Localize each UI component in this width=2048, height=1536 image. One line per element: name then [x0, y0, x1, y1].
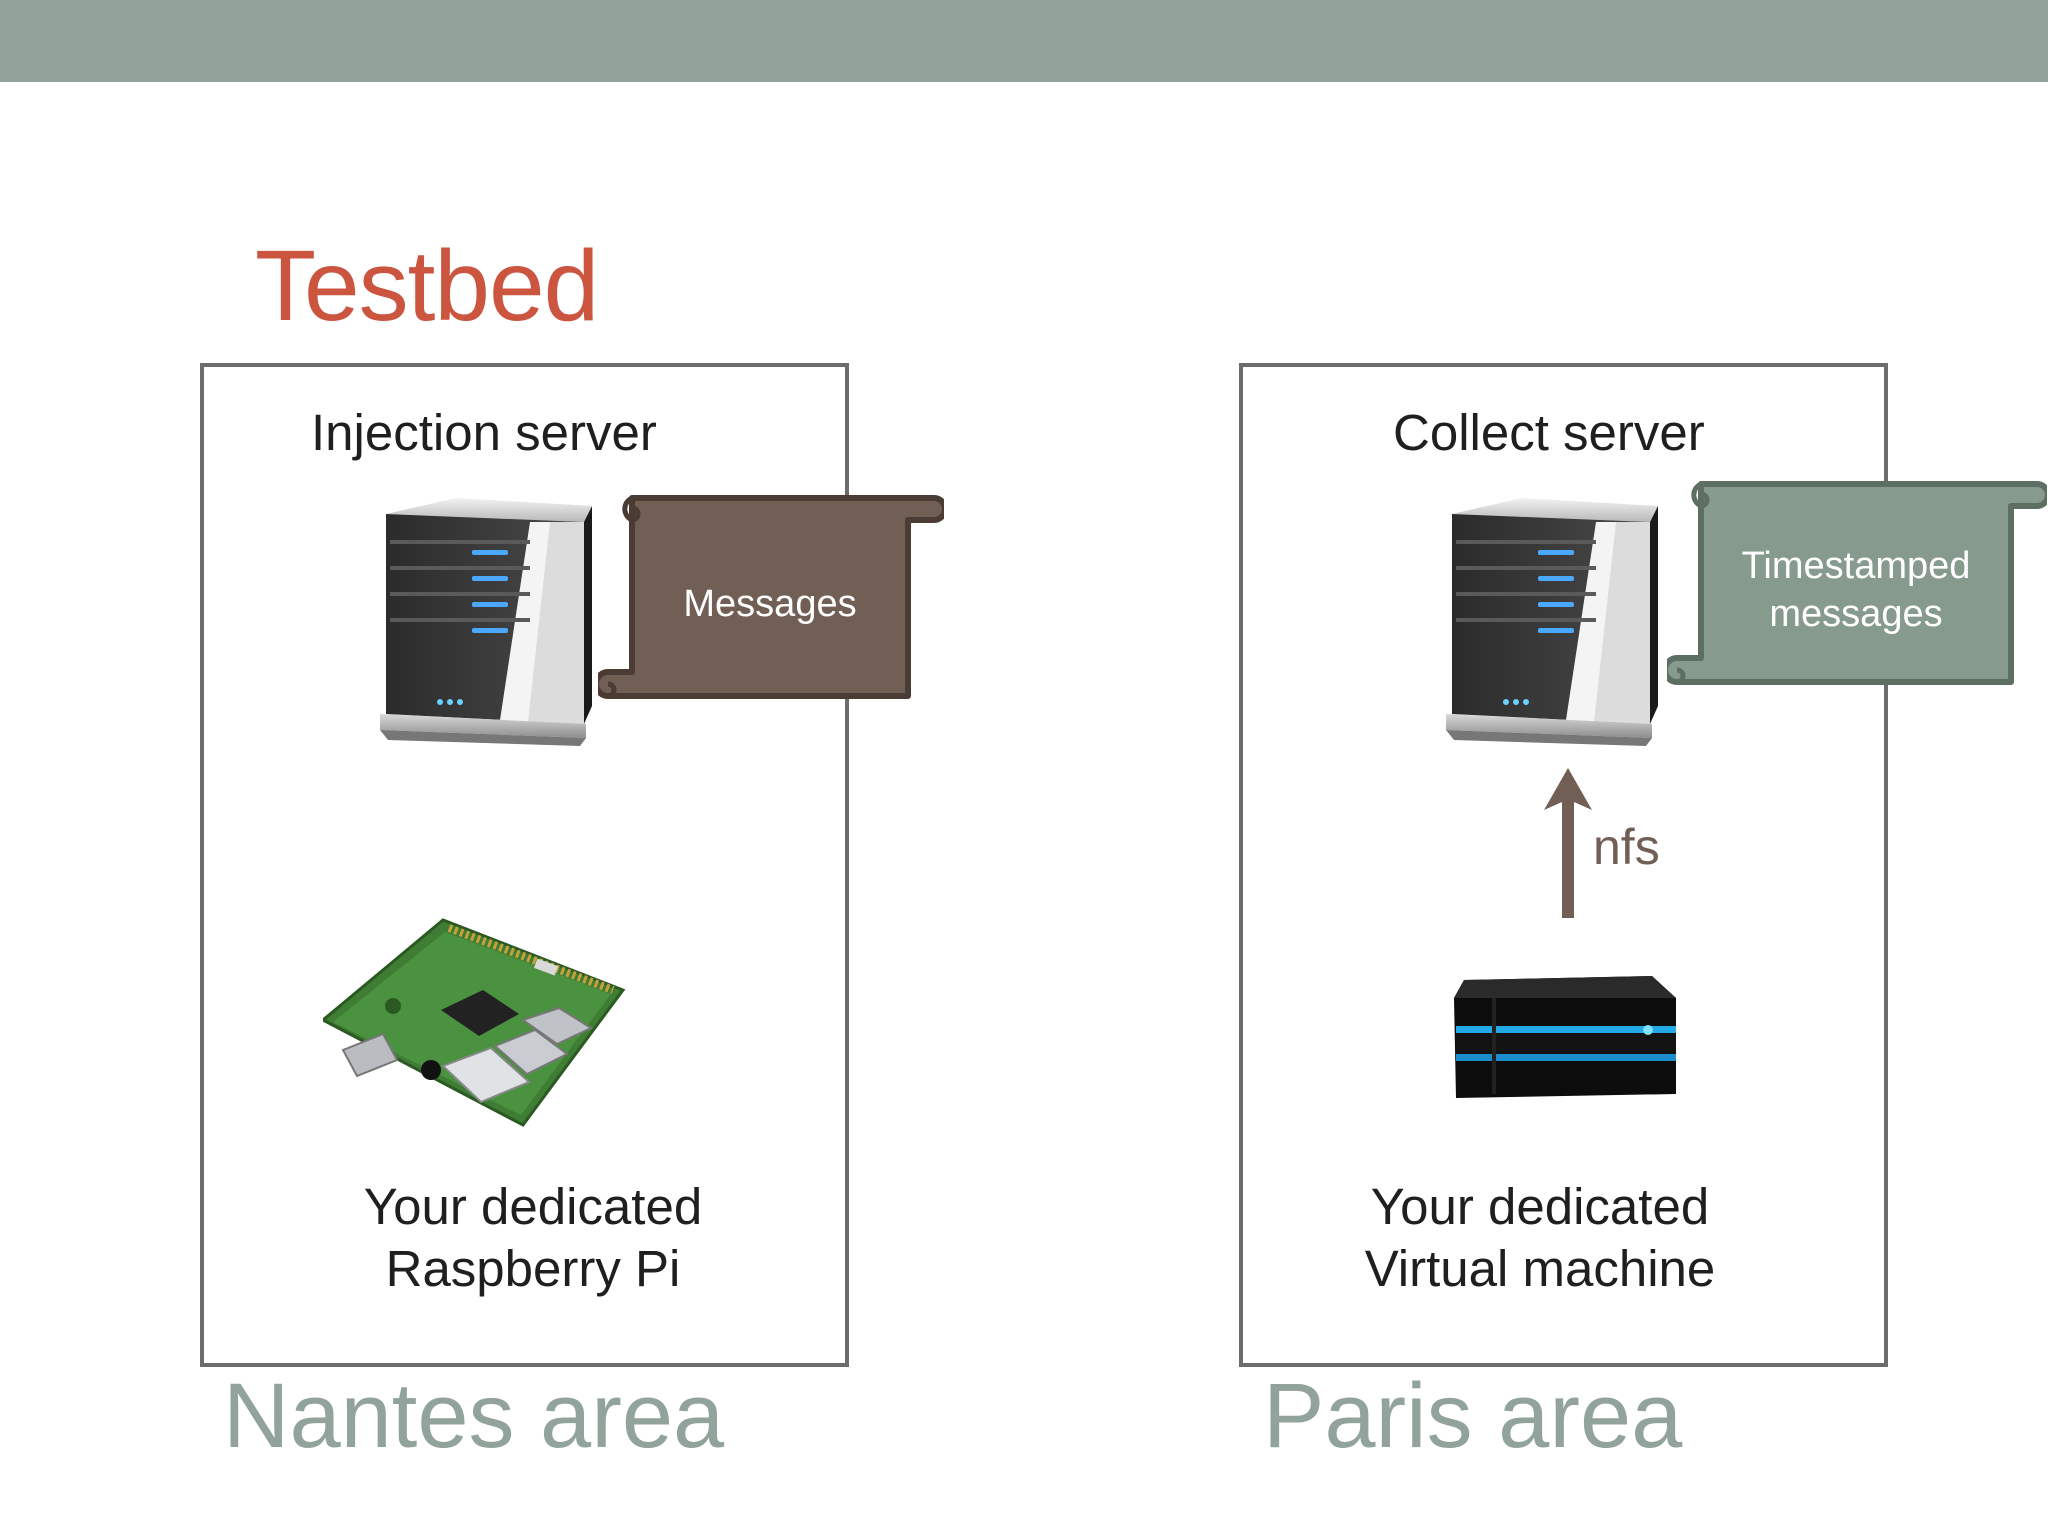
- injection-server-label: Injection server: [311, 404, 657, 461]
- server-tower-icon: [380, 498, 592, 746]
- raspberry-pi-icon: [323, 918, 626, 1127]
- nantes-area-label: Nantes area: [223, 1365, 725, 1467]
- header-bar: [0, 0, 2048, 82]
- nfs-arrow-icon: [1544, 768, 1592, 918]
- messages-label: Messages: [683, 583, 857, 625]
- messages-scroll-icon: [598, 495, 944, 699]
- collect-server-label: Collect server: [1393, 404, 1705, 461]
- raspberry-pi-caption: Your dedicated Raspberry Pi: [363, 1178, 703, 1297]
- timestamped-messages-label: Timestamped messages: [1741, 545, 1971, 635]
- timestamped-messages-scroll-icon: [1667, 481, 2047, 685]
- paris-area-label: Paris area: [1263, 1365, 1683, 1467]
- server-tower-icon: [1446, 498, 1658, 746]
- virtual-machine-caption: Your dedicated Virtual machine: [1364, 1178, 1716, 1297]
- virtual-machine-server-icon: [1454, 976, 1676, 1098]
- slide-title: Testbed: [255, 230, 599, 342]
- nfs-label: nfs: [1593, 819, 1660, 875]
